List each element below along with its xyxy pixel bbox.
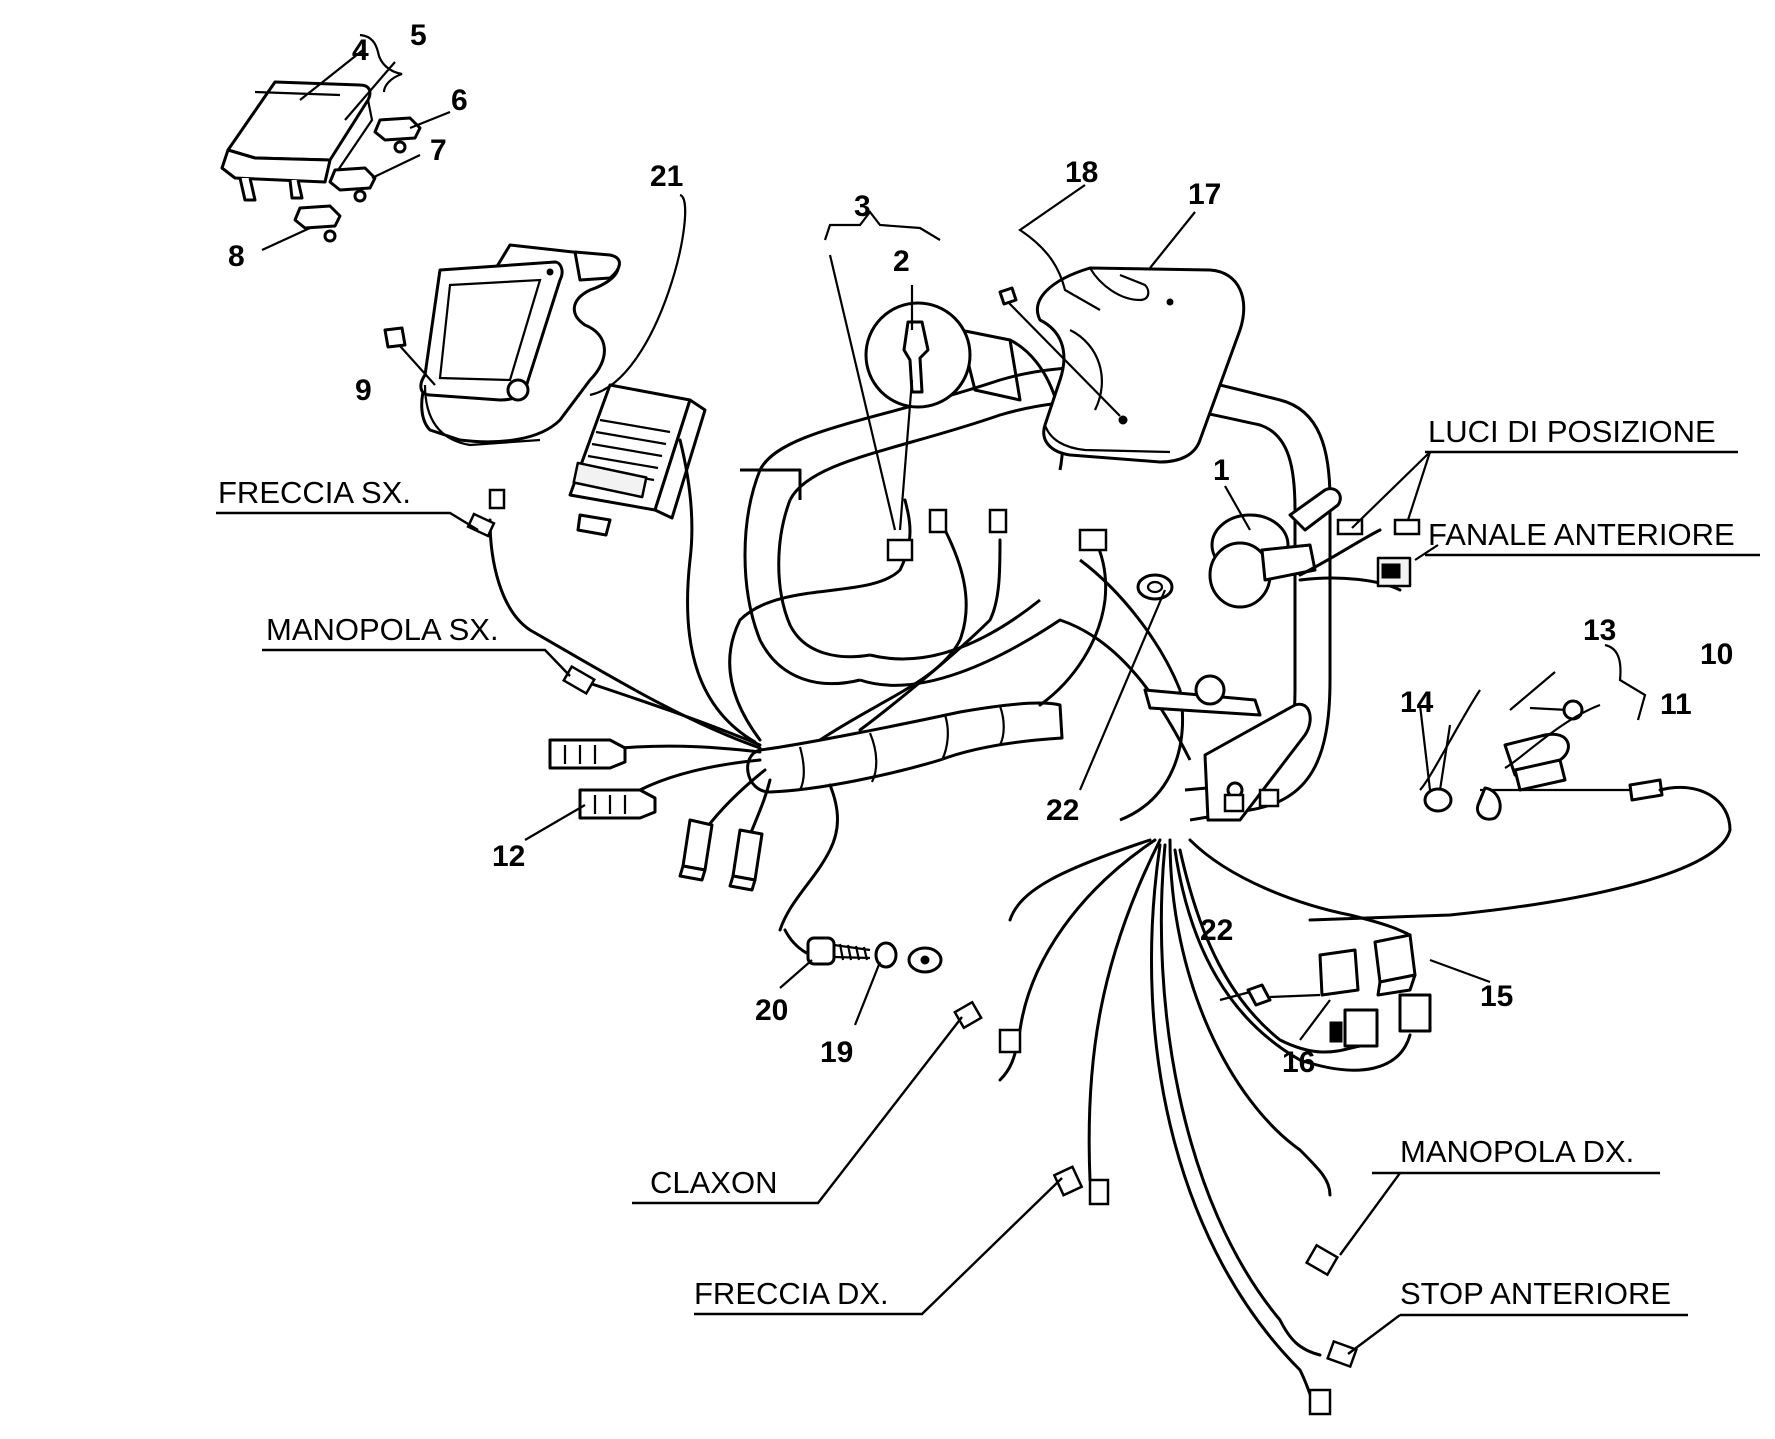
connector-claxon xyxy=(953,1000,1022,1054)
relay-wires xyxy=(998,838,1412,1402)
callout-18: 18 xyxy=(1065,156,1098,189)
screw-22-relay xyxy=(1246,983,1321,1007)
multi-connector-12b xyxy=(578,788,657,820)
plug-connector-a xyxy=(678,818,714,882)
callout-10: 10 xyxy=(1700,638,1733,671)
terminal-detail-2 xyxy=(864,301,972,409)
callout-2: 2 xyxy=(893,245,910,278)
callout-15: 15 xyxy=(1480,980,1513,1013)
label-freccia-dx: FRECCIA DX. xyxy=(694,1276,889,1311)
callout-21: 21 xyxy=(650,160,683,193)
washer-14 xyxy=(1423,786,1502,821)
leader-lines xyxy=(261,33,1647,1041)
label-luci-posizione: LUCI DI POSIZIONE xyxy=(1428,414,1716,449)
bracket-plate xyxy=(1143,674,1312,822)
callout-12: 12 xyxy=(492,840,525,873)
connector-cap-7 xyxy=(328,166,377,203)
callout-16: 16 xyxy=(1282,1046,1315,1079)
callout-20: 20 xyxy=(755,994,788,1027)
callout-22-upper: 22 xyxy=(1046,794,1079,827)
label-claxon: CLAXON xyxy=(650,1165,777,1200)
callout-3: 3 xyxy=(854,190,871,223)
label-manopola-dx: MANOPOLA DX. xyxy=(1400,1134,1634,1169)
callout-22-lower: 22 xyxy=(1200,914,1233,947)
screw-18 xyxy=(998,286,1121,417)
control-box-4 xyxy=(220,80,374,202)
connector-cap-8 xyxy=(293,204,342,243)
connector-manopola-dx xyxy=(1304,1243,1340,1277)
callout-5: 5 xyxy=(410,19,427,52)
plug-connector-b xyxy=(728,828,764,892)
callout-4: 4 xyxy=(352,34,369,67)
multi-connector-12a xyxy=(548,738,627,770)
callout-14: 14 xyxy=(1400,686,1434,719)
connector-freccia-sx xyxy=(466,488,506,538)
connector-freccia-dx xyxy=(1052,1165,1110,1206)
stop-switch-10 xyxy=(1308,732,1732,922)
relay-16 xyxy=(1318,948,1379,1048)
label-leaders xyxy=(216,450,1760,1355)
callout-19: 19 xyxy=(820,1036,853,1069)
front-cover-17 xyxy=(1036,266,1246,464)
callout-13: 13 xyxy=(1583,614,1616,647)
switch-1 xyxy=(1208,487,1402,609)
connector-fanale xyxy=(1376,556,1412,588)
connector-2 xyxy=(886,508,1108,562)
connector-stop-anteriore xyxy=(1308,1339,1358,1416)
callout-1: 1 xyxy=(1213,454,1230,487)
callout-numbers: 4 5 6 7 8 21 9 3 2 18 17 1 13 10 14 11 2… xyxy=(228,19,1733,1079)
washer-19 xyxy=(874,941,943,974)
callout-17: 17 xyxy=(1188,178,1221,211)
grommet-22 xyxy=(1136,573,1174,601)
connector-manopola-sx xyxy=(562,664,596,696)
label-manopola-sx: MANOPOLA SX. xyxy=(266,612,499,647)
callout-11: 11 xyxy=(1660,688,1692,721)
label-fanale-anteriore: FANALE ANTERIORE xyxy=(1428,517,1735,552)
callout-6: 6 xyxy=(451,84,468,117)
text-labels: FRECCIA SX. MANOPOLA SX. LUCI DI POSIZIO… xyxy=(218,414,1735,1311)
callout-7: 7 xyxy=(430,134,447,167)
label-freccia-sx: FRECCIA SX. xyxy=(218,475,411,510)
front-cover-21 xyxy=(419,243,621,447)
bolt-20 xyxy=(806,936,871,966)
screw-9 xyxy=(383,326,436,386)
label-stop-anteriore: STOP ANTERIORE xyxy=(1400,1276,1671,1311)
relay-15 xyxy=(1373,933,1432,1033)
screw-13 xyxy=(1529,699,1584,721)
fuse-box xyxy=(568,383,707,537)
callout-8: 8 xyxy=(228,240,245,273)
connector-cap-6 xyxy=(373,116,422,154)
callout-9: 9 xyxy=(355,374,372,407)
